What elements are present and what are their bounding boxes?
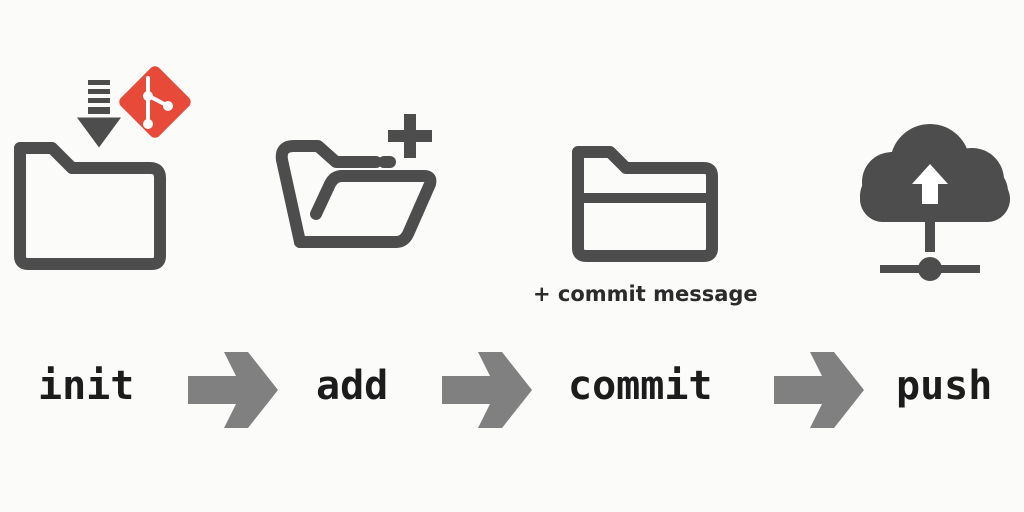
commit-message-note: + commit message	[533, 282, 758, 306]
plus-horizontal	[388, 130, 432, 142]
step-label-init: init	[38, 363, 135, 409]
step-label-add: add	[316, 363, 389, 409]
stripe-2	[88, 89, 110, 94]
flow-arrow-3	[774, 352, 864, 428]
down-arrow-head	[72, 114, 126, 152]
folder-download-git-icon	[14, 66, 191, 270]
cloud-upload-network-icon	[860, 124, 1010, 281]
folder-outline	[572, 146, 718, 262]
step-label-push: push	[896, 363, 993, 409]
upload-arrow-icon	[912, 164, 948, 204]
folder-front	[294, 170, 437, 248]
cloud-icon	[860, 124, 1010, 222]
folder-closed-icon	[572, 146, 718, 262]
stripe-1	[88, 80, 110, 85]
folder-back	[275, 140, 382, 248]
folder-outline	[14, 142, 166, 270]
flow-arrow-2	[442, 352, 532, 428]
flow-arrow-1	[188, 352, 278, 428]
folder-open-plus-icon	[275, 114, 437, 248]
git-logo-icon	[119, 66, 191, 138]
step-label-commit: commit	[568, 363, 713, 409]
stripe-3	[88, 98, 110, 103]
stripe-4	[88, 107, 110, 114]
network-icon	[880, 222, 980, 281]
